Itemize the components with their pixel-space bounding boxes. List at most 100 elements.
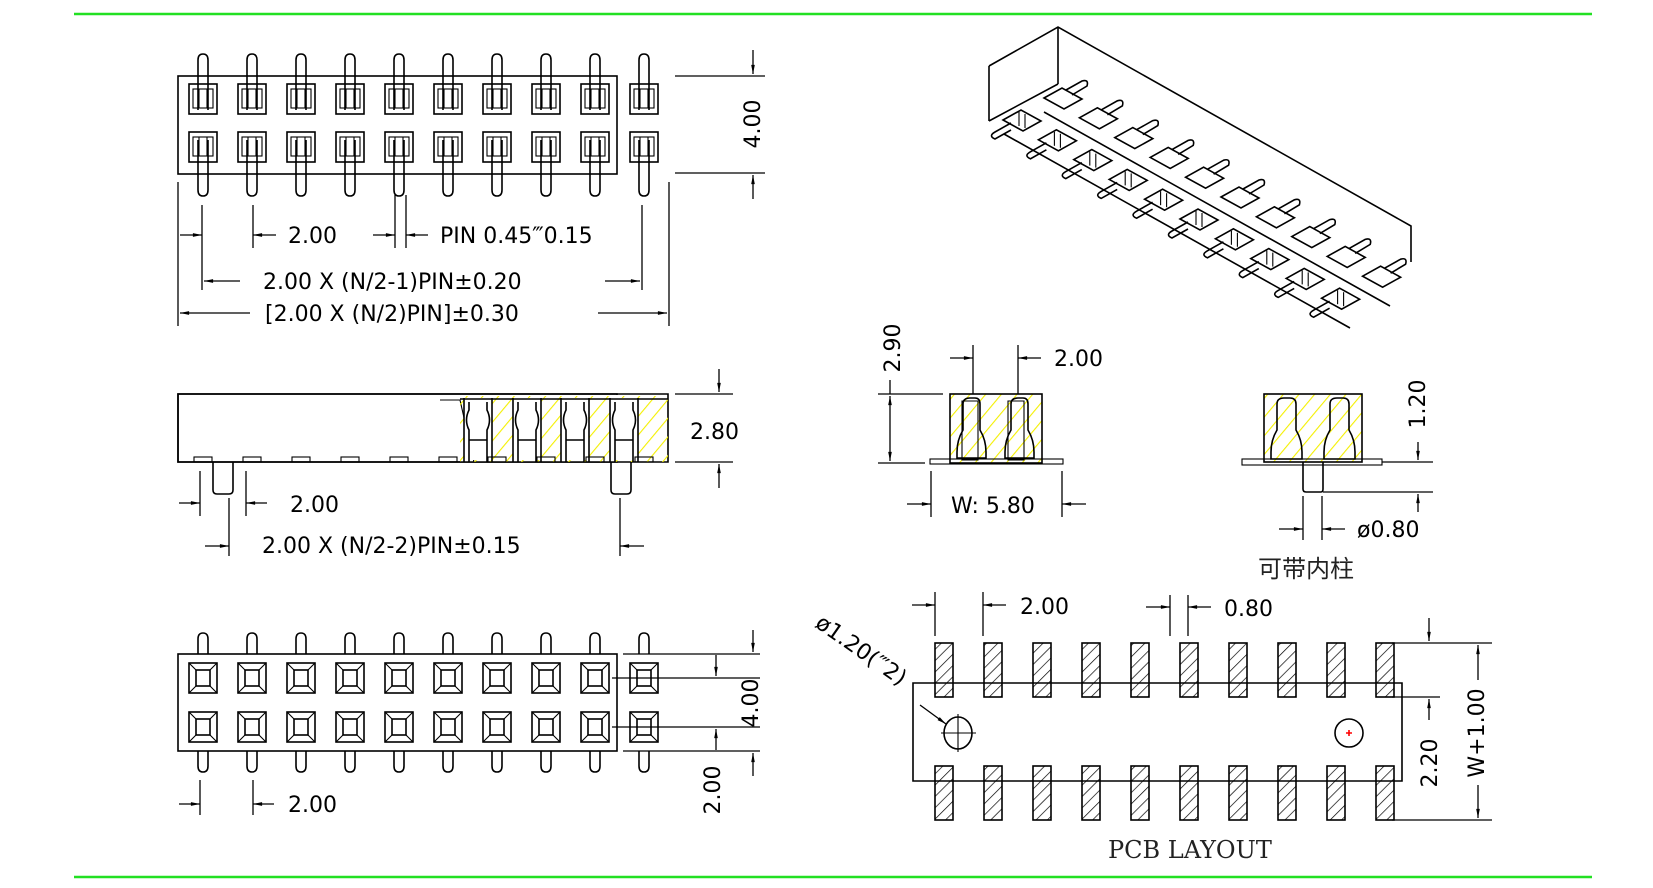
contact-cavity (531, 711, 561, 743)
iso-pin-front (1026, 128, 1079, 160)
contact-cavity (482, 662, 512, 694)
isometric-view (988, 26, 1412, 329)
post-diameter-label: ø0.80 (1357, 518, 1419, 543)
contact-cavity (580, 662, 610, 694)
contact-cavity (188, 662, 218, 694)
pcb-pad (1228, 765, 1248, 821)
smt-foot (340, 456, 360, 463)
pcb-pad (1032, 765, 1052, 821)
smt-foot (536, 456, 556, 463)
contact-cavity (335, 83, 365, 115)
contact-spring (611, 402, 637, 462)
contact-cavity (286, 83, 316, 115)
pcb-pad (1179, 642, 1199, 698)
mounting-hole-left (941, 714, 976, 752)
bottom-row-pitch-label: 4.00 (739, 679, 764, 728)
contact-cavity (237, 131, 267, 163)
overall-length-label: [2.00 X (N/2)PIN]±0.30 (265, 302, 519, 327)
iso-pin-back (1148, 139, 1195, 170)
iso-pin-front (1167, 208, 1220, 239)
contact-spring (562, 402, 588, 462)
contact-cavity (433, 662, 463, 694)
iso-pin-back (1042, 79, 1089, 110)
bottom-view-pin (433, 632, 463, 773)
contact-cavity (188, 131, 218, 163)
smt-foot (585, 456, 605, 463)
iso-pin-back (1360, 257, 1407, 289)
insert-height-label: 1.20 (1406, 380, 1431, 429)
post-option-caption: 可带内柱 (1258, 555, 1354, 583)
iso-pin-front (1309, 287, 1362, 319)
pcb-pad (1277, 765, 1297, 821)
iso-pin-front (1132, 188, 1185, 220)
contact-cavity (188, 83, 218, 115)
contact-cavity (384, 662, 414, 694)
iso-body-base (1003, 111, 1391, 329)
end-width-label: W: 5.80 (951, 494, 1035, 519)
top-view-pin (629, 53, 659, 197)
pcb-pad (983, 642, 1003, 698)
contact-cavity (433, 83, 463, 115)
contact-cavity (237, 662, 267, 694)
mounting-hole-right (1334, 718, 1364, 748)
smt-foot (487, 456, 507, 463)
bottom-view: 4.00 2.00 2.00 (177, 630, 764, 818)
pcb-pad (983, 765, 1003, 821)
contact-spring (465, 402, 491, 462)
smt-foot (291, 456, 311, 463)
top-view-pin (580, 53, 610, 197)
pcb-pad (1081, 765, 1101, 821)
end-height-label: 2.90 (881, 324, 906, 373)
bottom-view-pin (384, 632, 414, 773)
side-section-view: 2.80 2.00 2.00 X (N/2-2)PIN±0.15 (177, 369, 739, 559)
pcb-pad (1375, 765, 1395, 821)
bottom-view-pin (237, 632, 267, 773)
contact-cavity (629, 131, 659, 163)
contact-cavity (482, 131, 512, 163)
end-section-view: 2.90 2.00 W: 5.80 (878, 324, 1103, 519)
iso-pin-back (1219, 178, 1266, 209)
bottom-view-pin (580, 632, 610, 773)
contact-cavity (433, 711, 463, 743)
contact-cavity (286, 131, 316, 163)
smt-foot (389, 456, 409, 463)
contact-cavity (482, 711, 512, 743)
contact-cavity (580, 131, 610, 163)
contact-cavity (335, 131, 365, 163)
pcb-pad (934, 642, 954, 698)
contact-cavity (482, 83, 512, 115)
locating-post-right (610, 462, 632, 495)
top-view-pin (433, 53, 463, 197)
smt-foot (438, 456, 458, 463)
pad-gap-label: 2.20 (1418, 739, 1443, 788)
post-span-label: 2.00 X (N/2-2)PIN±0.15 (262, 534, 521, 559)
pcb-pad (1081, 642, 1101, 698)
pcb-pad (1130, 642, 1150, 698)
pcb-pad (1228, 642, 1248, 698)
smt-foot (193, 456, 213, 463)
pcb-pad (1375, 642, 1395, 698)
top-view-pin (335, 53, 365, 197)
iso-pin-front (1096, 168, 1149, 200)
iso-pin-front (1203, 227, 1256, 259)
side-height-label: 2.80 (690, 420, 739, 445)
iso-pin-back (1077, 99, 1124, 130)
total-width-label: W+1.00 (1465, 688, 1490, 777)
pcb-pad (1032, 642, 1052, 698)
pcb-layout-view: ø1.20(‴2) 2.00 0.80 2.20 W+1.00 PCB LAYO… (811, 592, 1492, 864)
top-view-pin (384, 53, 414, 197)
contact-cavity (237, 83, 267, 115)
pcb-pad (1277, 642, 1297, 698)
contact-cavity (580, 711, 610, 743)
bottom-pitch-label: 2.00 (288, 793, 337, 818)
pcb-pitch-label: 2.00 (1020, 595, 1069, 620)
contact-cavity (531, 662, 561, 694)
contact-cavity (580, 83, 610, 115)
top-view: 4.00 2.00 PIN 0.45‴0.15 2.00 X (N/2-1)PI… (177, 50, 766, 327)
iso-pin-front (1273, 267, 1326, 299)
hole-diameter-label: ø1.20(‴2) (811, 610, 911, 691)
pin-size-label: PIN 0.45‴0.15 (440, 224, 593, 249)
side-pitch-label: 2.00 (290, 493, 339, 518)
contact-cavity (237, 711, 267, 743)
smt-foot (242, 456, 262, 463)
